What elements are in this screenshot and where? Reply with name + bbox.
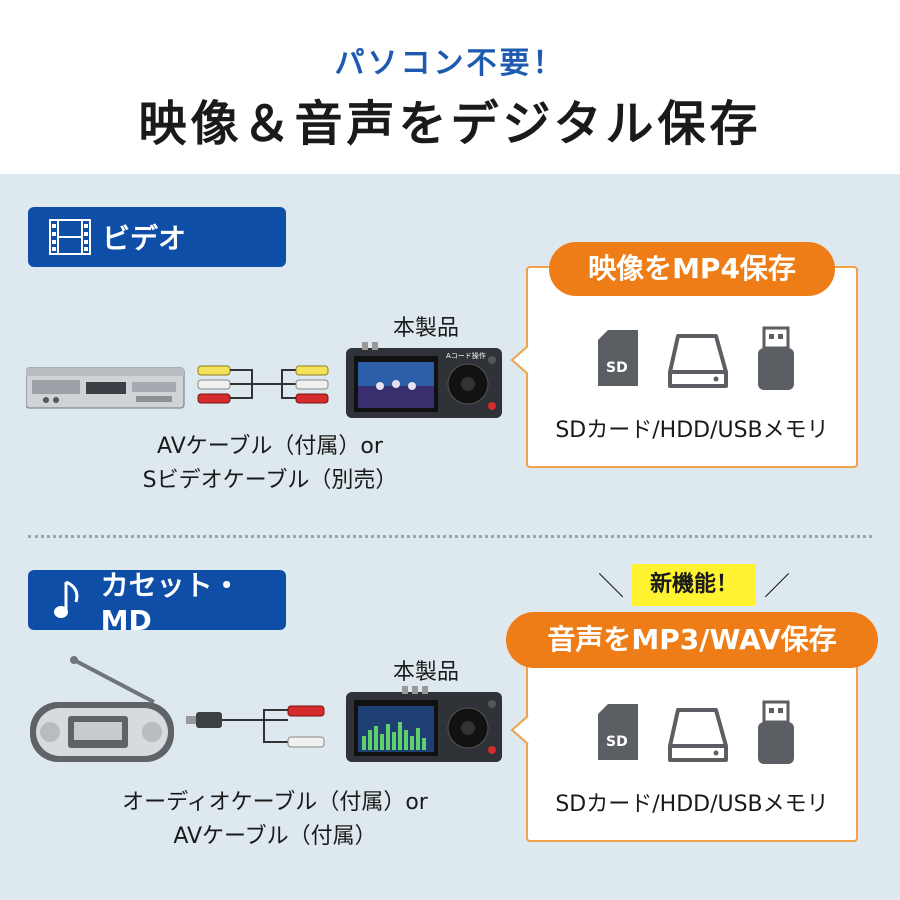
audio-cable bbox=[186, 705, 325, 748]
capture-device-audio bbox=[346, 686, 502, 762]
hdd-icon bbox=[668, 708, 728, 762]
badge-slash-right: ／ bbox=[764, 572, 791, 602]
header: パソコン不要！ 映像＆音声をデジタル保存 bbox=[0, 0, 900, 174]
video-tag-label: ビデオ bbox=[102, 222, 187, 255]
sd-card-text: SD bbox=[606, 734, 628, 750]
video-save-pill: 映像をMP4保存 bbox=[549, 242, 835, 296]
audio-bubble-pointer bbox=[510, 716, 529, 744]
usb-memory-icon bbox=[758, 700, 794, 764]
audio-caption-line1: オーディオケーブル（付属）or bbox=[122, 790, 428, 815]
hdd-icon bbox=[668, 334, 728, 388]
audio-tag-label: カセット・MD bbox=[100, 568, 241, 637]
badge-slash-left: ＼ bbox=[598, 572, 625, 602]
video-caption: AVケーブル（付属）or Sビデオケーブル（別売） bbox=[120, 430, 420, 498]
video-product-label: 本製品 bbox=[392, 316, 459, 341]
music-note-icon bbox=[48, 580, 91, 620]
radio-cassette-player bbox=[30, 656, 174, 762]
sd-card-icon: SD bbox=[598, 330, 638, 386]
audio-tag: カセット・MD bbox=[28, 569, 286, 637]
usb-memory-icon bbox=[758, 326, 794, 390]
audio-storage-label: SDカード/HDD/USBメモリ bbox=[555, 792, 829, 817]
video-storage-label: SDカード/HDD/USBメモリ bbox=[555, 418, 829, 443]
video-caption-line1: AVケーブル（付属）or bbox=[157, 434, 383, 459]
film-icon bbox=[48, 217, 92, 257]
header-subtitle: パソコン不要！ bbox=[334, 46, 566, 81]
section-divider bbox=[28, 535, 872, 538]
audio-product-label: 本製品 bbox=[392, 660, 459, 685]
capture-device-video: Aコード操作 bbox=[346, 342, 502, 418]
av-cable bbox=[197, 365, 329, 404]
video-tag: ビデオ bbox=[28, 207, 286, 267]
sd-card-icon: SD bbox=[598, 704, 638, 760]
video-bubble-pointer bbox=[510, 346, 529, 374]
device-top-label: Aコード操作 bbox=[446, 351, 486, 360]
video-caption-line2: Sビデオケーブル（別売） bbox=[142, 468, 398, 493]
vcr-player bbox=[26, 367, 185, 409]
sd-card-text: SD bbox=[606, 360, 628, 376]
audio-save-bubble: 音声をMP3/WAV保存 SD SDカード/HDD/USBメモリ bbox=[506, 612, 878, 842]
video-save-bubble: 映像をMP4保存 SD SDカード/HDD/USBメモリ bbox=[526, 242, 858, 468]
header-title: 映像＆音声をデジタル保存 bbox=[138, 96, 762, 152]
new-feature-badge: 新機能！ bbox=[632, 564, 756, 606]
audio-save-pill: 音声をMP3/WAV保存 bbox=[506, 612, 878, 668]
audio-caption-line2: AVケーブル（付属） bbox=[173, 824, 377, 849]
audio-caption: オーディオケーブル（付属）or AVケーブル（付属） bbox=[90, 786, 460, 854]
